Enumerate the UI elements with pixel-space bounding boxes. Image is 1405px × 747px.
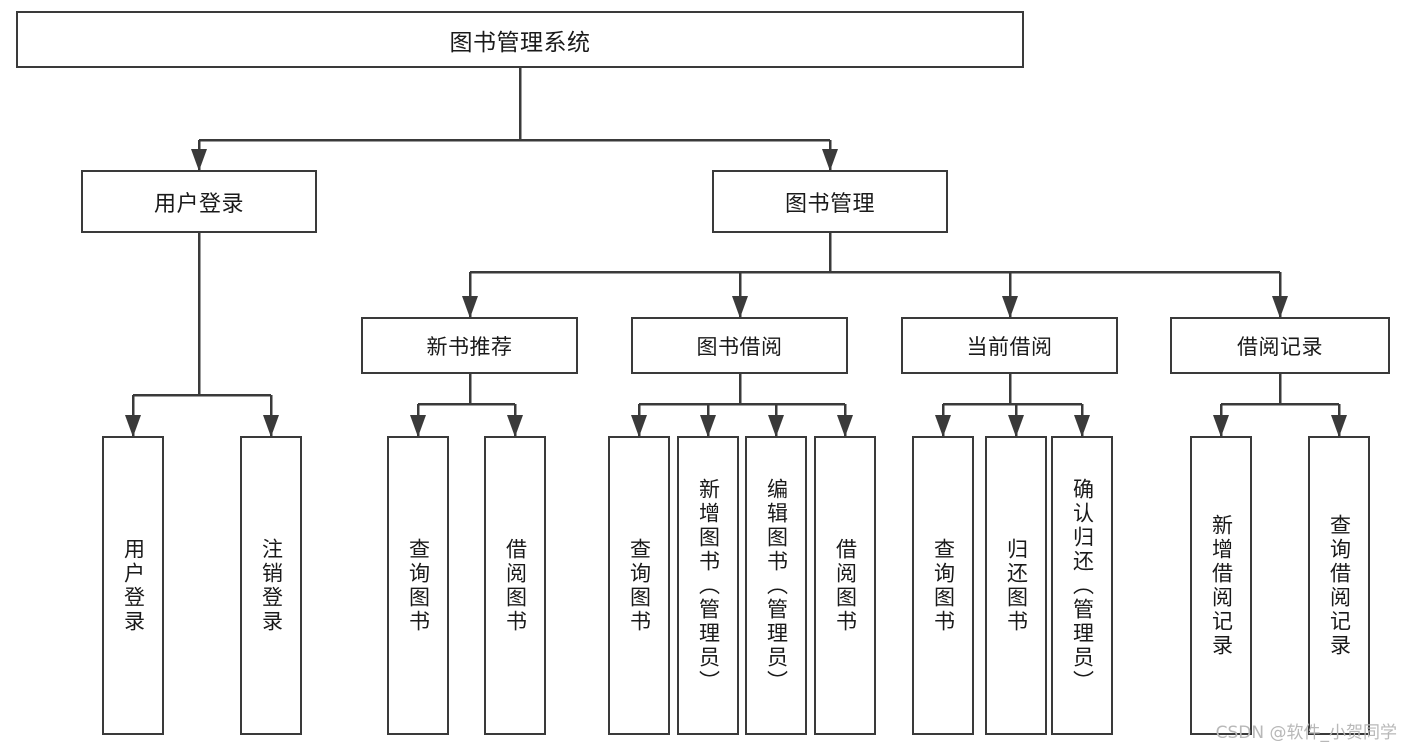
node-current-borrow[interactable]: 当前借阅 — [901, 317, 1118, 374]
node-book-manage[interactable]: 图书管理 — [712, 170, 948, 233]
node-new-book-recommend[interactable]: 新书推荐 — [361, 317, 578, 374]
node-label: 归还图书 — [1004, 537, 1029, 634]
node-root[interactable]: 图书管理系统 — [16, 11, 1024, 68]
node-label: 借阅图书 — [503, 537, 528, 634]
node-leaf-confirm-return[interactable]: 确认归还（管理员） — [1051, 436, 1113, 735]
node-leaf-borrow-book-1[interactable]: 借阅图书 — [484, 436, 546, 735]
node-label: 图书借阅 — [696, 334, 783, 359]
node-leaf-add-book[interactable]: 新增图书（管理员） — [677, 436, 739, 735]
node-label: 图书管理 — [784, 191, 875, 217]
node-label: 查询借阅记录 — [1327, 513, 1352, 658]
node-label: 查询图书 — [627, 537, 652, 634]
node-label: 用户登录 — [121, 537, 146, 634]
node-leaf-query-record[interactable]: 查询借阅记录 — [1308, 436, 1370, 735]
node-label: 编辑图书（管理员） — [764, 477, 789, 694]
node-label: 借阅图书 — [833, 537, 858, 634]
node-label: 确认归还（管理员） — [1070, 477, 1095, 694]
node-leaf-edit-book[interactable]: 编辑图书（管理员） — [745, 436, 807, 735]
node-user-login[interactable]: 用户登录 — [81, 170, 317, 233]
node-label: 查询图书 — [406, 537, 431, 634]
node-leaf-return-book[interactable]: 归还图书 — [985, 436, 1047, 735]
node-leaf-logout-login[interactable]: 注销登录 — [240, 436, 302, 735]
node-borrow-record[interactable]: 借阅记录 — [1170, 317, 1390, 374]
node-label: 新书推荐 — [426, 334, 513, 359]
node-label: 新增图书（管理员） — [696, 477, 721, 694]
node-leaf-query-book-2[interactable]: 查询图书 — [608, 436, 670, 735]
node-leaf-query-book-1[interactable]: 查询图书 — [387, 436, 449, 735]
watermark: CSDN @软件_小贺同学 — [1215, 723, 1397, 743]
node-label: 新增借阅记录 — [1209, 513, 1234, 658]
node-book-borrow[interactable]: 图书借阅 — [631, 317, 848, 374]
node-leaf-user-login[interactable]: 用户登录 — [102, 436, 164, 735]
node-leaf-query-book-3[interactable]: 查询图书 — [912, 436, 974, 735]
node-label: 注销登录 — [259, 537, 284, 634]
node-label: 用户登录 — [153, 191, 244, 217]
node-leaf-borrow-book-2[interactable]: 借阅图书 — [814, 436, 876, 735]
node-label: 查询图书 — [931, 537, 956, 634]
node-label: 借阅记录 — [1237, 334, 1323, 359]
node-leaf-add-record[interactable]: 新增借阅记录 — [1190, 436, 1252, 735]
node-label: 当前借阅 — [966, 334, 1053, 359]
node-label: 图书管理系统 — [449, 29, 591, 56]
